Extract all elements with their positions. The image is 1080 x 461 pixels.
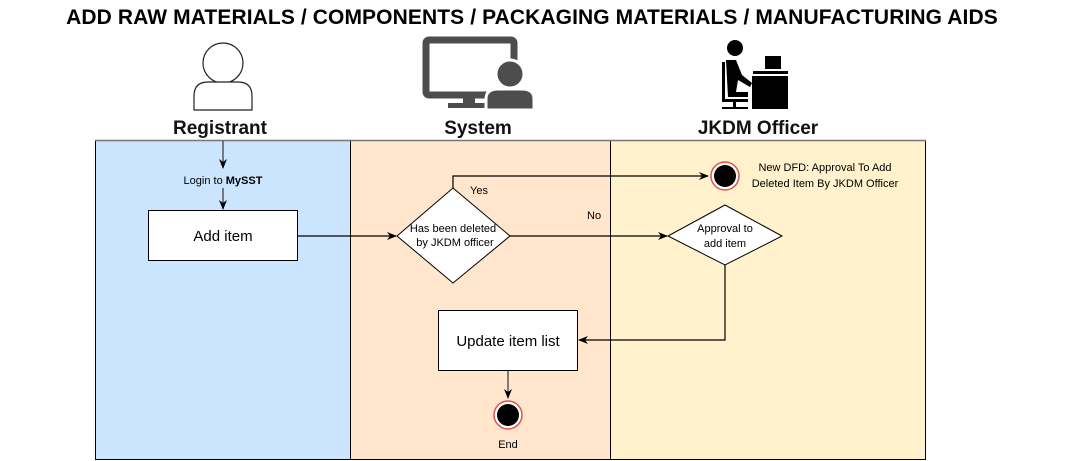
- no-label: No: [587, 210, 601, 222]
- computer-user-icon: [422, 36, 536, 112]
- lane-jkdm-officer: [610, 140, 926, 460]
- person-outline-icon: [193, 42, 253, 111]
- edge-yes-to-dfd: [452, 172, 709, 188]
- add-item-label: Add item: [193, 228, 252, 245]
- end-terminal[interactable]: [493, 400, 523, 430]
- update-item-list-node[interactable]: Update item list: [438, 310, 578, 371]
- lane-label-jkdm-officer: JKDM Officer: [697, 118, 819, 139]
- add-item-node[interactable]: Add item: [148, 210, 298, 261]
- decision-deleted-node[interactable]: Has been deleted by JKDM officer: [396, 187, 511, 284]
- yes-label: Yes: [470, 185, 488, 197]
- new-dfd-line1: New DFD: Approval To Add: [758, 162, 891, 174]
- edge-approval-to-update: [578, 265, 726, 344]
- new-dfd-line2: Deleted Item By JKDM Officer: [752, 178, 899, 190]
- decision-deleted-line2: by JKDM officer: [416, 237, 494, 249]
- decision-deleted-line1: Has been deleted: [410, 223, 496, 235]
- edges: [219, 141, 726, 399]
- diagram-title: ADD RAW MATERIALS / COMPONENTS / PACKAGI…: [66, 6, 998, 29]
- approval-line2: add item: [704, 238, 746, 250]
- login-label: Login to MySST: [184, 175, 263, 187]
- update-item-list-label: Update item list: [456, 333, 560, 350]
- lane-label-registrant: Registrant: [173, 118, 267, 139]
- lane-label-system: System: [444, 118, 512, 139]
- officer-at-desk-icon: [722, 40, 788, 109]
- approval-line1: Approval to: [697, 223, 753, 235]
- end-label: End: [498, 439, 518, 451]
- decision-approval-node[interactable]: Approval to add item: [666, 204, 784, 266]
- new-dfd-terminal[interactable]: [710, 161, 740, 191]
